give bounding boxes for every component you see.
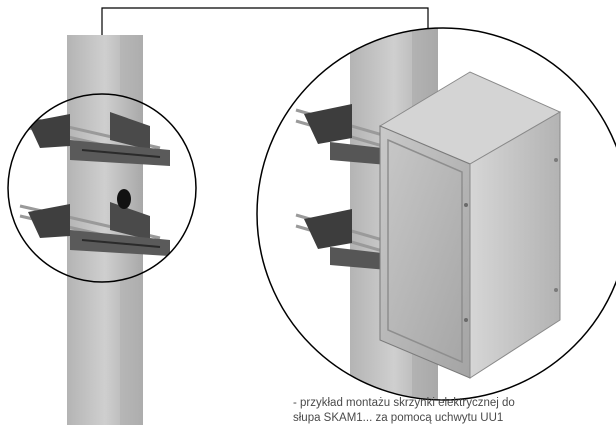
- caption-line-1: - przykład montażu skrzynki elektrycznej…: [293, 397, 515, 409]
- detail-circle-small: [7, 93, 197, 283]
- detail-circle-large: [256, 27, 616, 401]
- bracket-upper: [19, 112, 170, 166]
- caption: - przykład montażu skrzynki elektrycznej…: [293, 396, 613, 426]
- mounting-hole: [117, 189, 131, 209]
- bracket-lower: [19, 202, 170, 256]
- caption-line-2: słupa SKAM1... za pomocą uchwytu UU1: [293, 412, 504, 424]
- electrical-cabinet: [378, 71, 562, 379]
